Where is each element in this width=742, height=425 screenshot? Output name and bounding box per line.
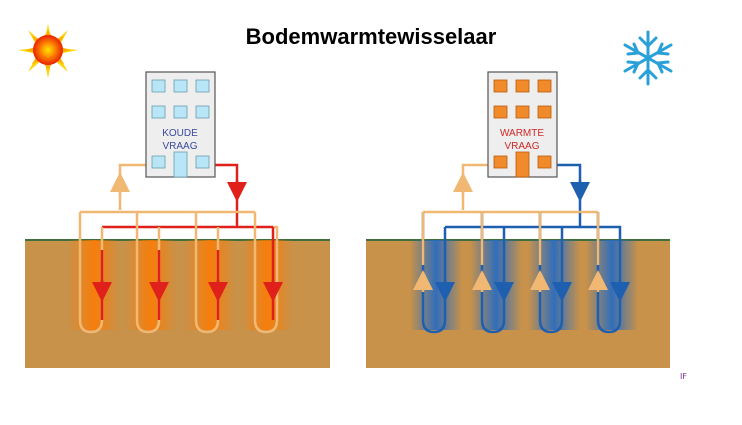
diagram-title: Bodemwarmtewisselaar xyxy=(245,24,497,49)
sun-icon xyxy=(18,24,78,78)
corner-logo-mark: IF xyxy=(680,372,687,381)
right-building-heating-demand: WARMTE VRAAG xyxy=(487,71,558,178)
left-building-cooling-demand: KOUDE VRAAG xyxy=(145,71,216,178)
left-soil-block xyxy=(25,239,330,368)
left-building-windows xyxy=(151,79,210,178)
right-building-label-line1: WARMTE xyxy=(500,128,544,139)
right-pipe-network xyxy=(413,163,630,334)
left-pipe-network xyxy=(78,163,283,334)
left-building-label-line2: VRAAG xyxy=(162,141,197,152)
right-soil-block xyxy=(366,239,670,368)
left-building-label-line1: KOUDE xyxy=(162,128,198,139)
right-building-label-line2: VRAAG xyxy=(504,141,539,152)
snowflake-icon xyxy=(623,30,673,86)
right-building-windows xyxy=(493,79,552,178)
